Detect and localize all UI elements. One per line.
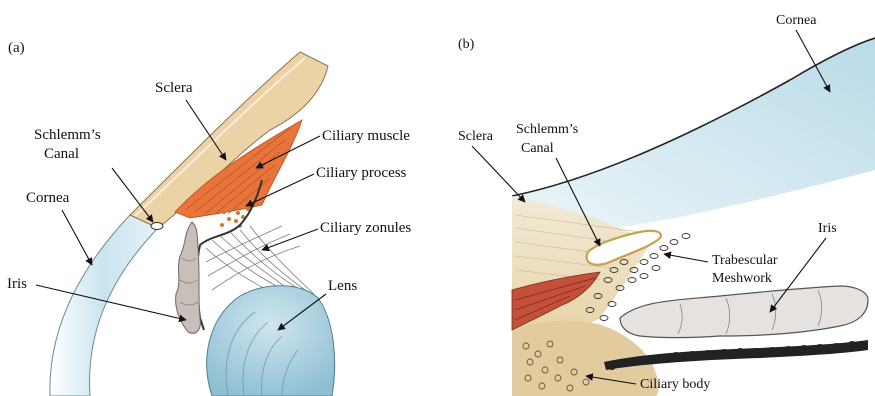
- label-trabecular-b-2: Meshwork: [712, 271, 772, 286]
- panel-b: (b): [458, 13, 875, 396]
- iris-b: [620, 286, 868, 338]
- leader-trabecular-b: [664, 254, 708, 262]
- iris-a: [176, 222, 201, 333]
- label-cornea-a: Cornea: [26, 190, 70, 206]
- label-iris-b: Iris: [818, 221, 837, 236]
- label-sclera-a: Sclera: [155, 80, 193, 96]
- label-ciliary-body-b: Ciliary body: [640, 377, 710, 392]
- label-schlemm-b-1: Schlemm’s: [516, 122, 578, 137]
- label-ciliary-process-a: Ciliary process: [316, 165, 407, 181]
- leader-sclera-b: [472, 146, 525, 202]
- leader-ciliary-zonules-a: [262, 229, 318, 250]
- label-cornea-b: Cornea: [776, 13, 817, 28]
- label-schlemm-a-2: Canal: [44, 146, 79, 162]
- cornea-b: [512, 38, 875, 237]
- label-schlemm-b-2: Canal: [521, 141, 554, 156]
- panel-a: (a): [7, 40, 411, 396]
- cornea-a: [50, 215, 158, 396]
- panel-a-tag: (a): [8, 40, 25, 56]
- schlemms-canal-a: [151, 223, 163, 230]
- label-ciliary-muscle-a: Ciliary muscle: [322, 128, 410, 144]
- label-trabecular-b-1: Trabescular: [712, 253, 778, 268]
- panel-b-tag: (b): [458, 37, 475, 52]
- label-ciliary-zonules-a: Ciliary zonules: [320, 220, 411, 236]
- label-lens-a: Lens: [328, 278, 357, 294]
- label-schlemm-a-1: Schlemm’s: [34, 127, 101, 143]
- label-sclera-b: Sclera: [458, 129, 494, 144]
- leader-cornea-a: [62, 210, 92, 265]
- label-iris-a: Iris: [7, 276, 27, 292]
